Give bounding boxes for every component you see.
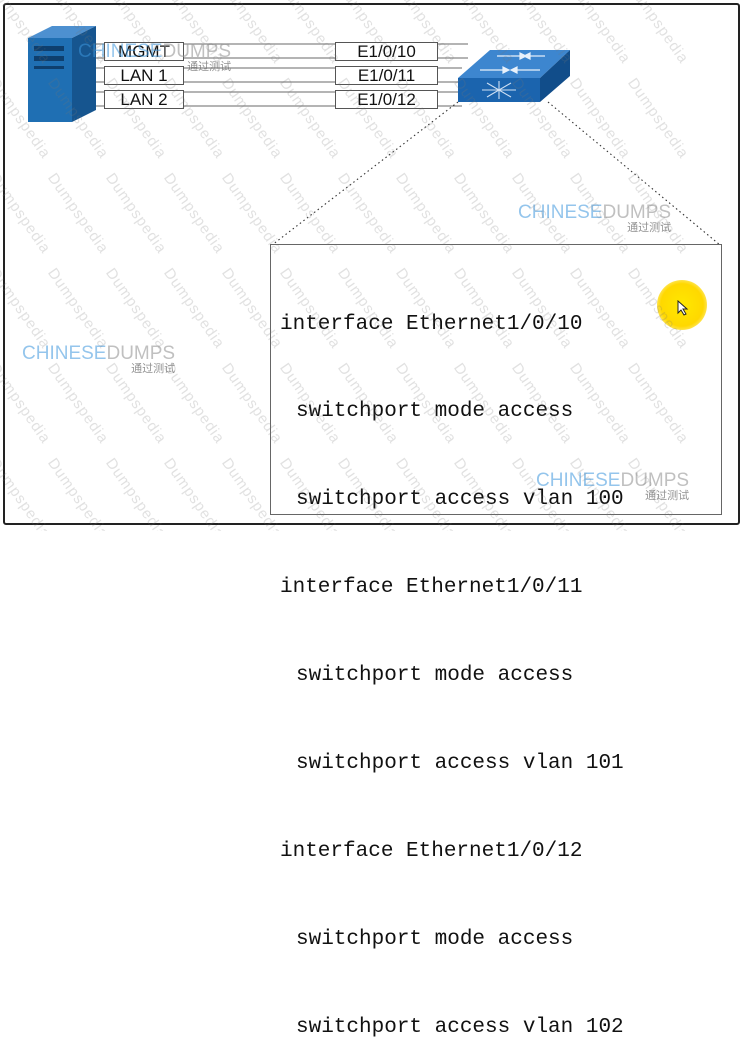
server-icon <box>28 26 96 122</box>
server-port-mgmt: MGMT <box>104 42 184 61</box>
zoom-lines <box>271 101 721 246</box>
mouse-pointer-icon <box>677 300 689 316</box>
switch-port-e1-0-11: E1/0/11 <box>335 66 438 85</box>
config-lines: interface Ethernet1/0/10 switchport mode… <box>280 251 624 1062</box>
config-line: switchport mode access <box>296 927 574 951</box>
switch-port-e1-0-10: E1/0/10 <box>335 42 438 61</box>
switch-icon <box>458 50 570 102</box>
switch-config-box: interface Ethernet1/0/10 switchport mode… <box>270 244 722 1039</box>
server-port-lan1: LAN 1 <box>104 66 184 85</box>
config-line: interface Ethernet1/0/10 <box>280 312 583 336</box>
config-line: switchport mode access <box>296 400 574 424</box>
config-line: interface Ethernet1/0/12 <box>280 839 583 863</box>
server-port-lan2: LAN 2 <box>104 90 184 109</box>
switch-port-e1-0-12: E1/0/12 <box>335 90 438 109</box>
config-line: switchport mode access <box>296 664 574 688</box>
config-line: interface Ethernet1/0/11 <box>280 576 583 600</box>
config-line: switchport access vlan 102 <box>296 1015 624 1039</box>
config-line: switchport access vlan 101 <box>296 752 624 776</box>
config-line: switchport access vlan 100 <box>296 488 624 512</box>
